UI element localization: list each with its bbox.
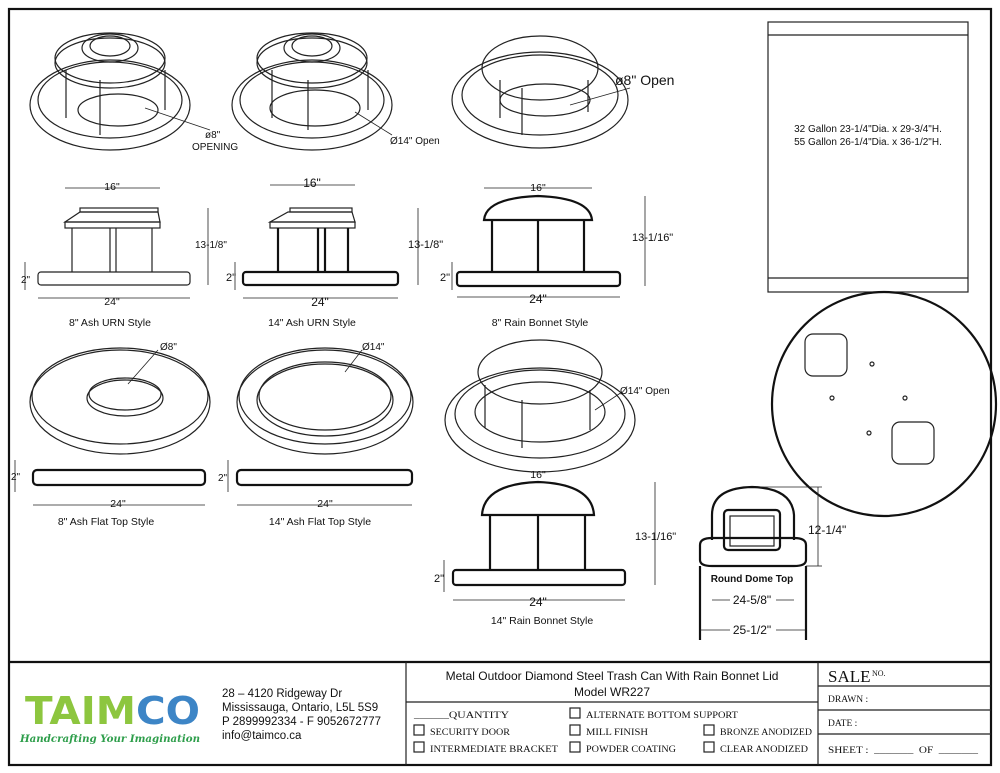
dim-height: 13-1/16" xyxy=(632,232,673,244)
iso-rain-bonnet-14: Ø14" Open 16" 13-1/16" 2" 24" 14" Rain B… xyxy=(434,339,676,627)
dim-base-width: 24" xyxy=(110,498,126,510)
sizes-box: 32 Gallon 23-1/4"Dia. x 29-3/4"H. 55 Gal… xyxy=(767,21,969,293)
dim-base-height: 2" xyxy=(218,473,228,484)
option-label: BRONZE ANODIZED xyxy=(720,728,812,738)
option-label: SECURITY DOOR xyxy=(430,728,511,738)
model-number: Model WR227 xyxy=(574,685,650,699)
dim-base-height: 2" xyxy=(226,272,236,284)
dim-base-width: 24" xyxy=(529,292,547,306)
dim-base-width: 24" xyxy=(104,296,120,308)
dim-base-width: 24" xyxy=(529,595,547,609)
date-field: DATE : xyxy=(828,719,857,729)
caption: 8" Ash URN Style xyxy=(69,317,151,329)
drawn-field: DRAWN : xyxy=(828,695,868,705)
callout-open: Ø14" Open xyxy=(390,136,440,147)
sale-no-label: NO. xyxy=(872,669,886,678)
address-line-2: Mississauga, Ontario, L5L 5S9 xyxy=(222,702,378,714)
dim-base-height: 2" xyxy=(21,275,31,286)
elev-ash-urn-8: 16" 13-1/8" 2" 24" 8" Ash URN Style xyxy=(21,181,227,329)
checkbox-clear-anodized[interactable] xyxy=(703,741,715,753)
iso-ash-flat-14: Ø14" 2" 24" 14" Ash Flat Top Style xyxy=(218,342,414,528)
quantity-field: ______QUANTITY xyxy=(413,711,509,721)
logo-tagline: Handcrafting Your Imagination xyxy=(19,734,200,745)
option-label: INTERMEDIATE BRACKET xyxy=(430,745,558,755)
dim-base-width: 24" xyxy=(311,295,329,309)
iso-rain-bonnet-8: ø8" Open xyxy=(451,35,674,149)
phone-fax: P 2899992334 - F 9052672777 xyxy=(222,716,381,728)
caption: 8" Ash Flat Top Style xyxy=(58,516,154,528)
dim-inner-width: 24-5/8" xyxy=(733,593,771,607)
callout-open: Ø14" Open xyxy=(620,386,670,397)
dim-outer-width: 25-1/2" xyxy=(733,623,771,637)
checkbox-security-door[interactable] xyxy=(413,724,425,736)
dim-base-height: 2" xyxy=(440,272,450,284)
checkbox-mill-finish[interactable] xyxy=(569,724,581,736)
callout-dia: Ø14" xyxy=(362,342,385,353)
email: info@taimco.ca xyxy=(222,730,302,742)
elev-rain-bonnet-8: 16" 13-1/16" 2" 24" 8" Rain Bonnet Style xyxy=(440,182,673,329)
callout-dia: Ø8" xyxy=(160,342,177,353)
iso-ash-flat-8: Ø8" 2" 24" 8" Ash Flat Top Style xyxy=(11,342,211,528)
dim-height: 12-1/4" xyxy=(808,523,846,537)
address-line-1: 28 – 4120 Ridgeway Dr xyxy=(222,688,342,700)
caption: 14" Ash URN Style xyxy=(268,317,356,329)
checkbox-intermediate-bracket[interactable] xyxy=(413,741,425,753)
dim-top: 16" xyxy=(104,181,120,193)
checkbox-alternate-bottom-support[interactable] xyxy=(569,707,581,719)
dim-top: 16" xyxy=(530,469,546,481)
iso-ash-urn-8: ø8" OPENING xyxy=(29,32,238,153)
dim-height: 13-1/8" xyxy=(408,239,443,251)
drawing-title: Metal Outdoor Diamond Steel Trash Can Wi… xyxy=(446,669,779,683)
option-label: ALTERNATE BOTTOM SUPPORT xyxy=(586,711,738,721)
callout-opening-label: OPENING xyxy=(192,142,238,153)
option-label: MILL FINISH xyxy=(586,728,648,738)
caption: Round Dome Top xyxy=(711,574,794,585)
elev-ash-urn-14: 16" 13-1/8" 2" 24" 14" Ash URN Style xyxy=(226,176,443,329)
caption: 8" Rain Bonnet Style xyxy=(492,317,589,329)
callout-opening: ø8" xyxy=(205,130,221,141)
checkbox-powder-coating[interactable] xyxy=(569,741,581,753)
option-label: POWDER COATING xyxy=(586,745,676,755)
option-label: CLEAR ANODIZED xyxy=(720,745,808,755)
dim-base-height: 2" xyxy=(11,472,21,483)
dim-top: 16" xyxy=(530,182,546,194)
detail-circle xyxy=(770,290,998,518)
dim-height: 13-1/16" xyxy=(635,531,676,543)
dim-base-width: 24" xyxy=(317,498,333,510)
checkbox-bronze-anodized[interactable] xyxy=(703,724,715,736)
sheet-field: SHEET : _______ OF _______ xyxy=(828,746,978,756)
sale-label: SALE xyxy=(828,667,871,686)
caption: 14" Rain Bonnet Style xyxy=(491,615,594,627)
dim-base-height: 2" xyxy=(434,573,444,585)
caption: 14" Ash Flat Top Style xyxy=(269,516,371,528)
dim-height: 13-1/8" xyxy=(195,240,227,251)
size-55-gallon: 55 Gallon 26-1/4"Dia. x 36-1/2"H. xyxy=(794,137,942,148)
iso-ash-urn-14: Ø14" Open xyxy=(231,32,440,151)
dim-top: 16" xyxy=(303,176,321,190)
size-32-gallon: 32 Gallon 23-1/4"Dia. x 29-3/4"H. xyxy=(794,124,942,135)
sheet-border xyxy=(7,7,993,767)
round-dome-top: 12-1/4" Round Dome Top 24-5/8" 25-1/2" xyxy=(698,485,846,640)
callout-open: ø8" Open xyxy=(615,72,674,88)
option-checkboxes: SECURITY DOOR INTERMEDIATE BRACKET ALTER… xyxy=(413,707,812,755)
